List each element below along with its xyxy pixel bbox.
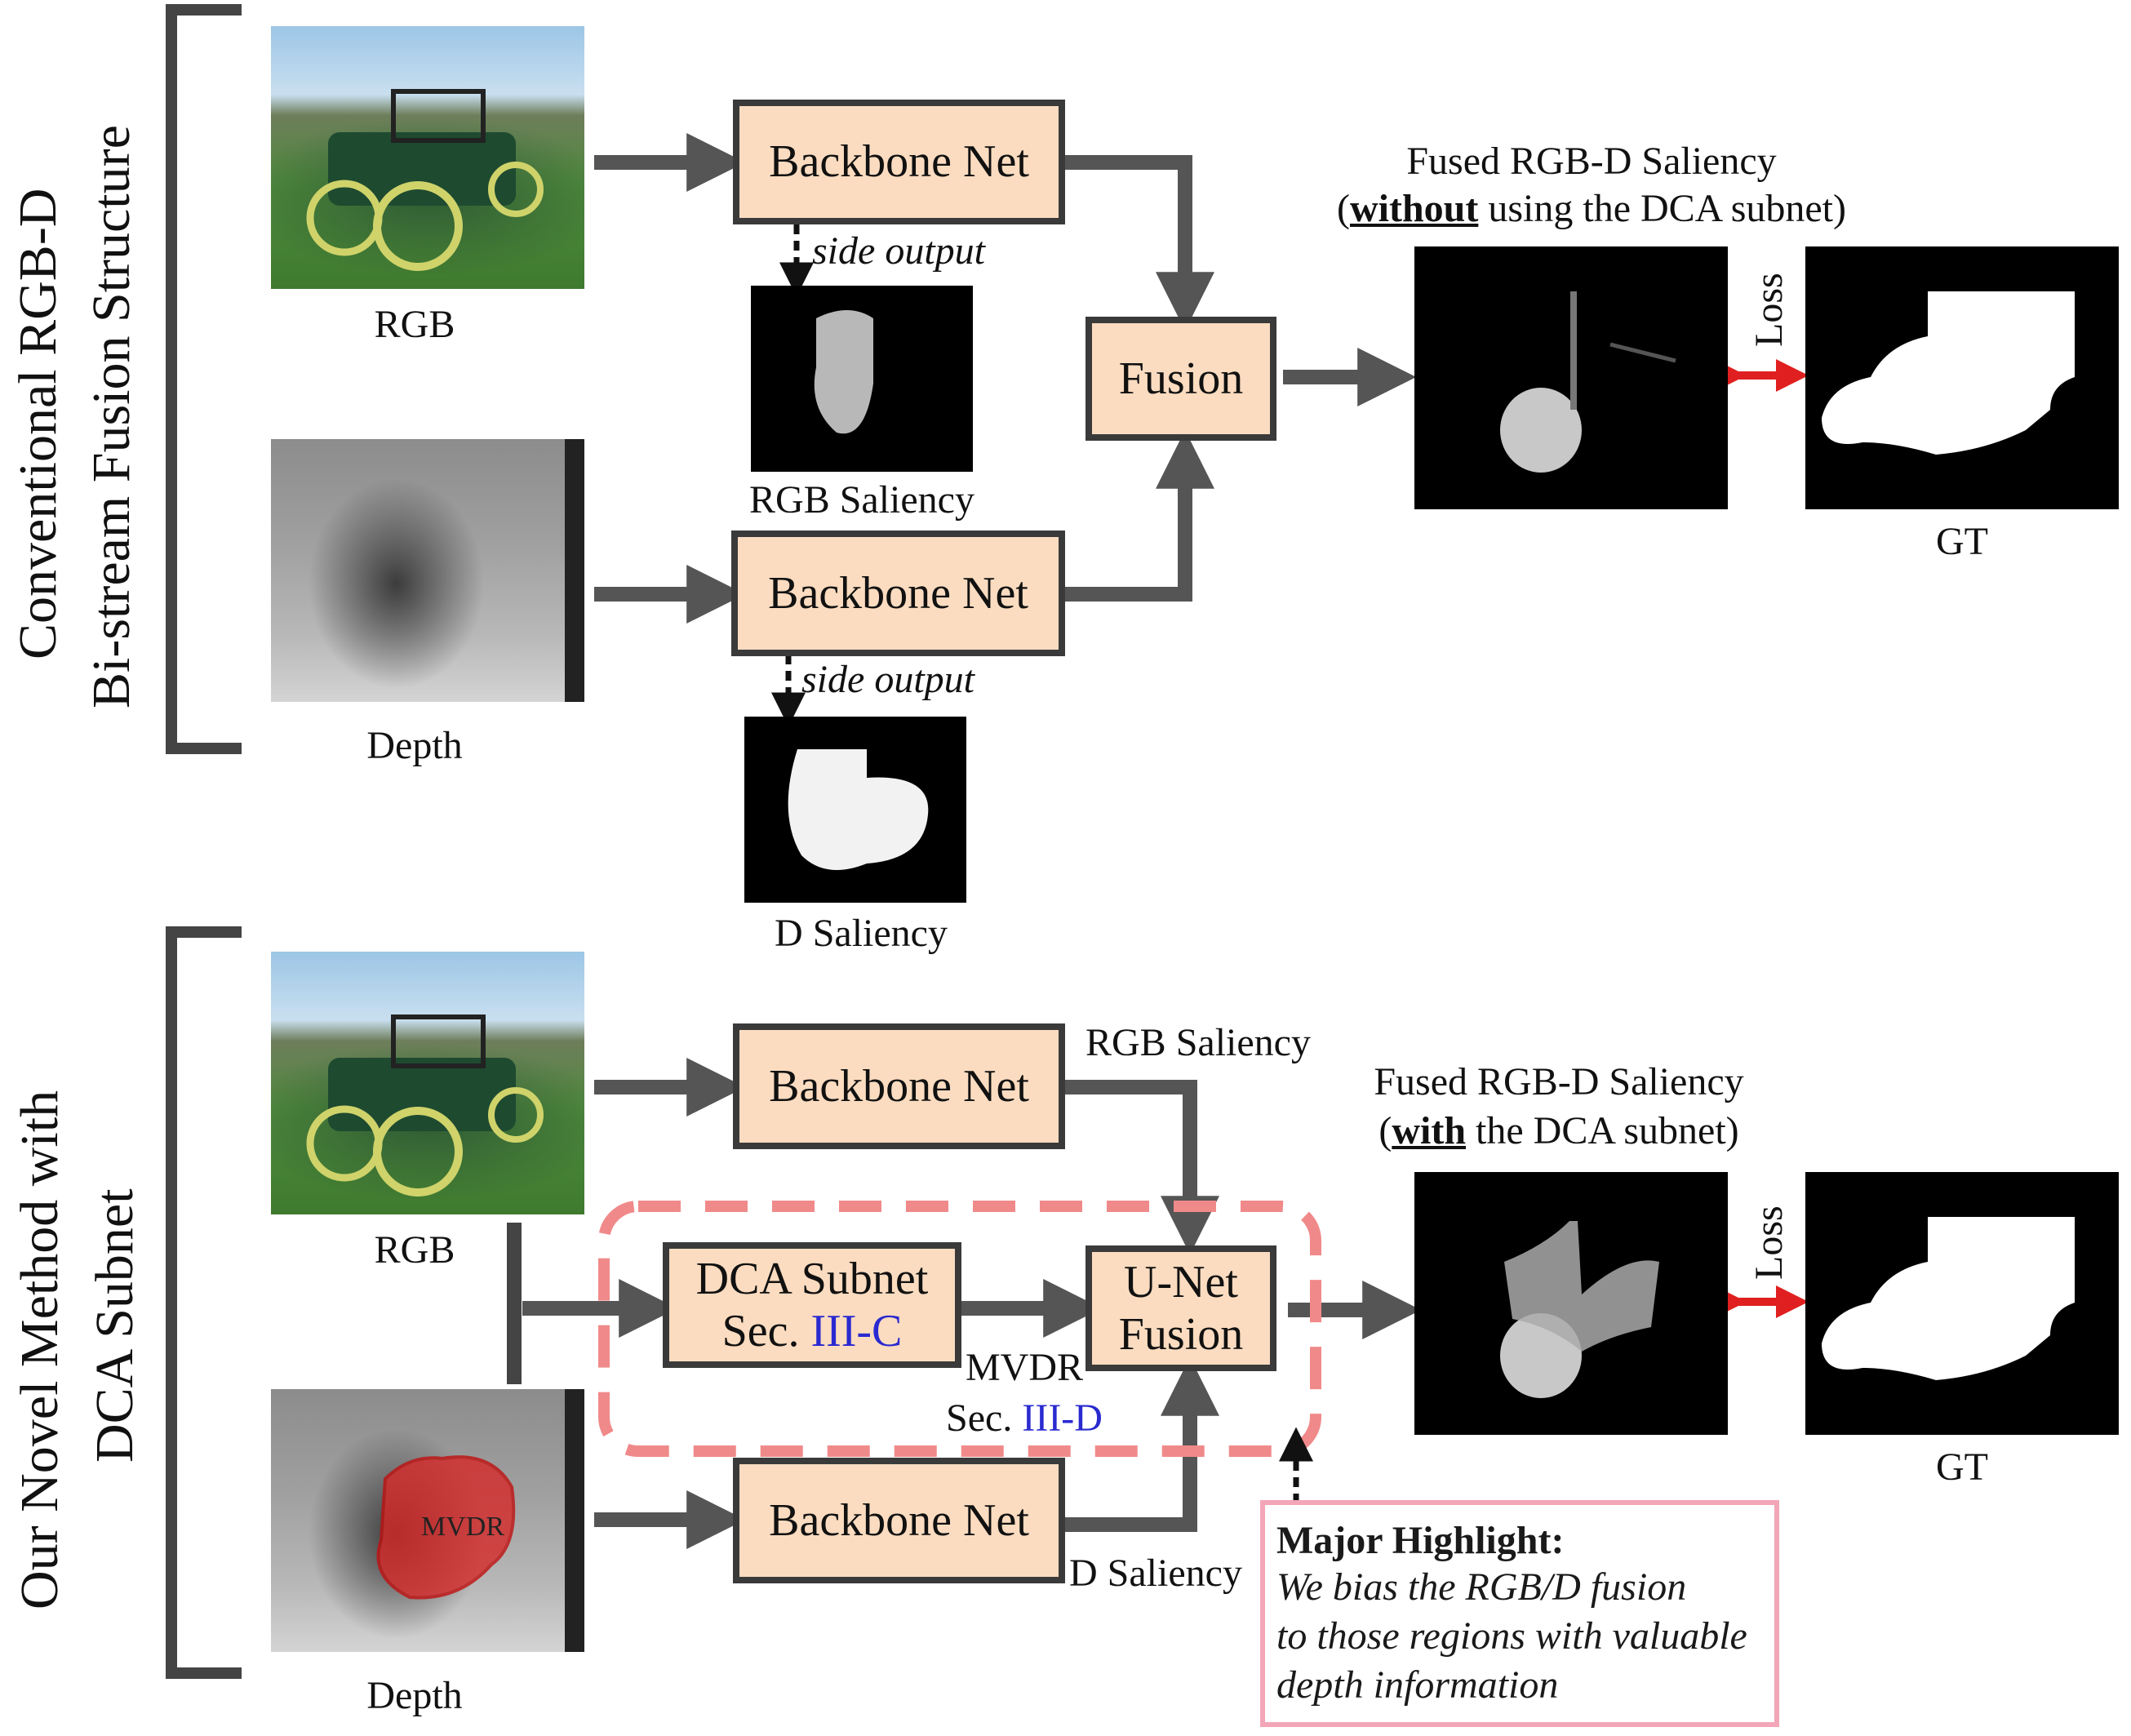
bottom-section-title-line1: Our Novel Method with [10,1090,69,1609]
depth-input-image-bottom: MVDR [271,1389,584,1652]
mvdr-sec-prefix: Sec. [946,1396,1023,1440]
bottom-fused-caption-line1: Fused RGB-D Saliency [1374,1060,1744,1103]
car-illustration [306,89,544,271]
top-fused-caption-rest: using the DCA subnet) [1478,187,1846,230]
bottom-fused-caption-emphasis: with [1392,1109,1467,1152]
bottom-rgb-saliency-label: RGB Saliency [1085,1021,1311,1064]
bottom-d-saliency-label: D Saliency [1069,1552,1242,1595]
unet-fusion-box: U-Net Fusion [1085,1245,1276,1371]
top-fused-caption-line2: (without using the DCA subnet) [1337,186,1846,231]
mvdr-label: MVDR [965,1346,1084,1389]
bottom-depth-label: Depth [366,1674,463,1717]
side-output-label-rgb: side output [812,229,985,273]
dca-sec-prefix: Sec. [721,1306,811,1356]
bottom-loss-label: Loss [1747,1205,1791,1280]
rgb-saliency-label: RGB Saliency [749,478,974,522]
bottom-fused-caption-line2: (with the DCA subnet) [1378,1108,1738,1153]
top-bracket [166,4,242,754]
rgb-input-image [271,26,584,289]
mvdr-overlay-label: MVDR [421,1512,505,1542]
unet-title: U-Net [1124,1256,1238,1308]
top-gt-map [1805,246,2119,509]
mvdr-sec-ref: III-D [1022,1396,1103,1440]
top-depth-label: Depth [366,724,463,767]
fusion-box: Fusion [1085,317,1276,441]
depth-input-image [271,439,584,702]
top-rgb-label: RGB [374,303,455,346]
bottom-section-title-line2: DCA Subnet [85,1188,144,1463]
backbone-net-depth-bottom: Backbone Net [733,1458,1065,1583]
major-highlight-box: Major Highlight: We bias the RGB/D fusio… [1260,1500,1779,1727]
dca-subnet-box: DCA Subnet Sec. III-C [663,1242,961,1368]
bottom-rgb-label: RGB [374,1228,455,1272]
top-section-title-line1: Conventional RGB-D [8,188,68,659]
top-fused-caption-emphasis: without [1349,187,1479,230]
mvdr-section-label: Sec. III-D [946,1396,1103,1441]
arrow-backbone-depth-to-fusion [1065,429,1214,602]
dca-subnet-section: Sec. III-C [722,1305,903,1357]
arrow-backbone-rgb-to-fusion [1065,155,1214,331]
top-fused-saliency-map [1414,246,1728,509]
top-fused-caption-line1: Fused RGB-D Saliency [1406,140,1777,183]
depth-saliency-map [744,717,966,903]
rgb-input-image-bottom [271,952,584,1214]
bottom-bracket [166,926,242,1679]
top-loss-label: Loss [1747,273,1791,347]
top-fused-caption-open: ( [1337,187,1350,230]
top-section-title-line2: Bi-stream Fusion Structure [82,125,141,708]
bottom-fused-caption-rest: the DCA subnet) [1466,1109,1739,1152]
backbone-net-depth: Backbone Net [731,531,1065,656]
dca-sec-ref: III-C [810,1306,903,1356]
top-gt-label: GT [1936,520,1988,563]
bottom-gt-label: GT [1936,1445,1988,1489]
unet-subtitle: Fusion [1118,1309,1244,1360]
dca-dashed-region [598,1201,1321,1457]
highlight-title: Major Highlight: [1276,1519,1565,1562]
arrow-backbone-rgb-to-unet [1065,1080,1219,1255]
arrow-backbone-depth-to-unet [1065,1356,1219,1532]
rgb-saliency-map [751,286,973,472]
side-output-label-depth: side output [801,658,974,701]
dca-subnet-title: DCA Subnet [695,1253,929,1304]
backbone-net-rgb-bottom: Backbone Net [733,1023,1065,1149]
highlight-body: We bias the RGB/D fusion to those region… [1276,1565,1747,1707]
backbone-net-rgb: Backbone Net [733,100,1065,224]
bottom-fused-saliency-map [1414,1172,1728,1435]
d-saliency-label: D Saliency [775,912,948,955]
bottom-gt-map [1805,1172,2119,1435]
bottom-fused-caption-open: ( [1378,1109,1392,1152]
